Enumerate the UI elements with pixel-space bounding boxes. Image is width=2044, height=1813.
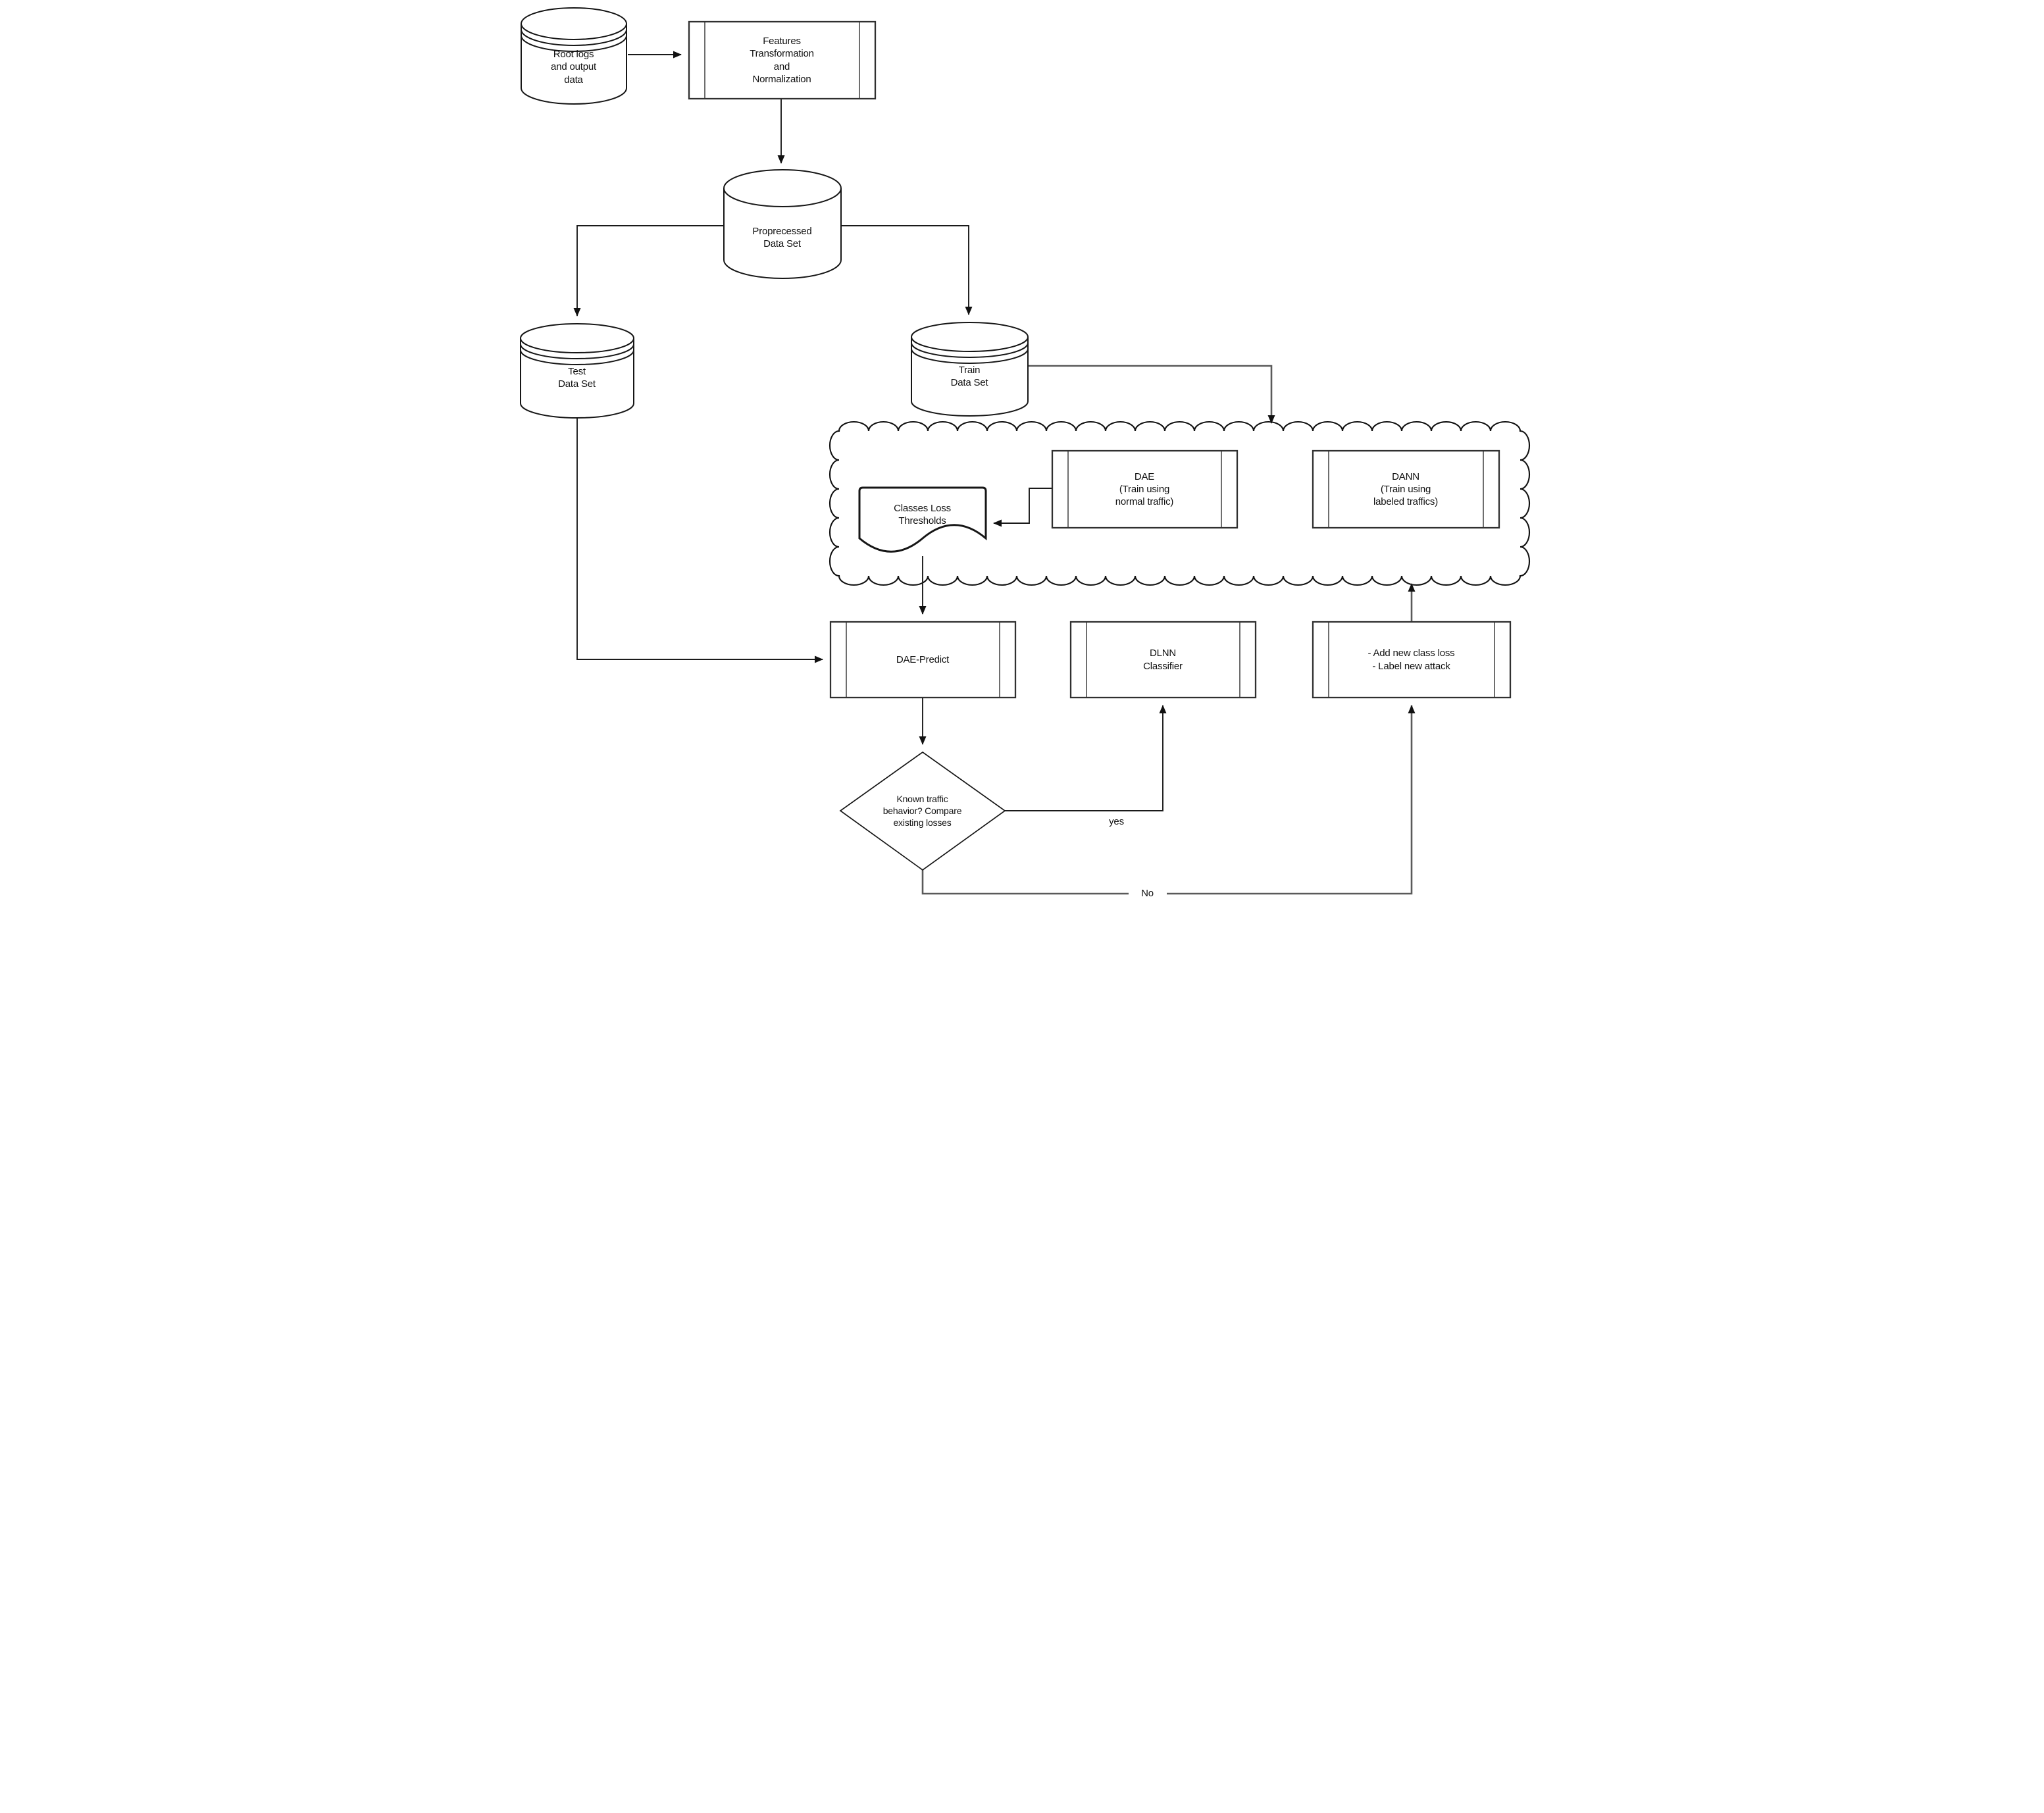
edge-train-to-cloud: [1027, 365, 1275, 424]
train-dataset-cylinder: [910, 322, 1029, 417]
edge-preprocessed-to-train: [840, 225, 972, 315]
dae-box: [1051, 449, 1238, 529]
classes-loss-thresholds-document: [858, 486, 986, 553]
training-region-cloud: [829, 421, 1530, 586]
edge-decision-yes-to-dlnn: [1004, 705, 1166, 811]
flowchart-drawing: [519, 7, 1530, 895]
flowchart-canvas: Root logs and output data Features Trans…: [511, 0, 1533, 907]
edge-decision-no-to-addnew: [921, 705, 1415, 895]
edge-dae-to-classesloss: [992, 488, 1052, 527]
dlnn-classifier-box: [1069, 621, 1256, 699]
root-logs-cylinder: [520, 7, 627, 105]
dae-predict-box: [829, 621, 1016, 699]
test-dataset-cylinder: [519, 323, 634, 419]
add-new-class-box: [1312, 621, 1511, 699]
known-traffic-decision-diamond: [839, 751, 1006, 871]
features-transformation-box: [688, 20, 876, 100]
dann-box: [1312, 449, 1500, 529]
preprocessed-dataset-cylinder: [723, 169, 842, 279]
edge-test-to-daepredict: [576, 418, 823, 663]
edge-preprocessed-to-test: [573, 225, 724, 317]
